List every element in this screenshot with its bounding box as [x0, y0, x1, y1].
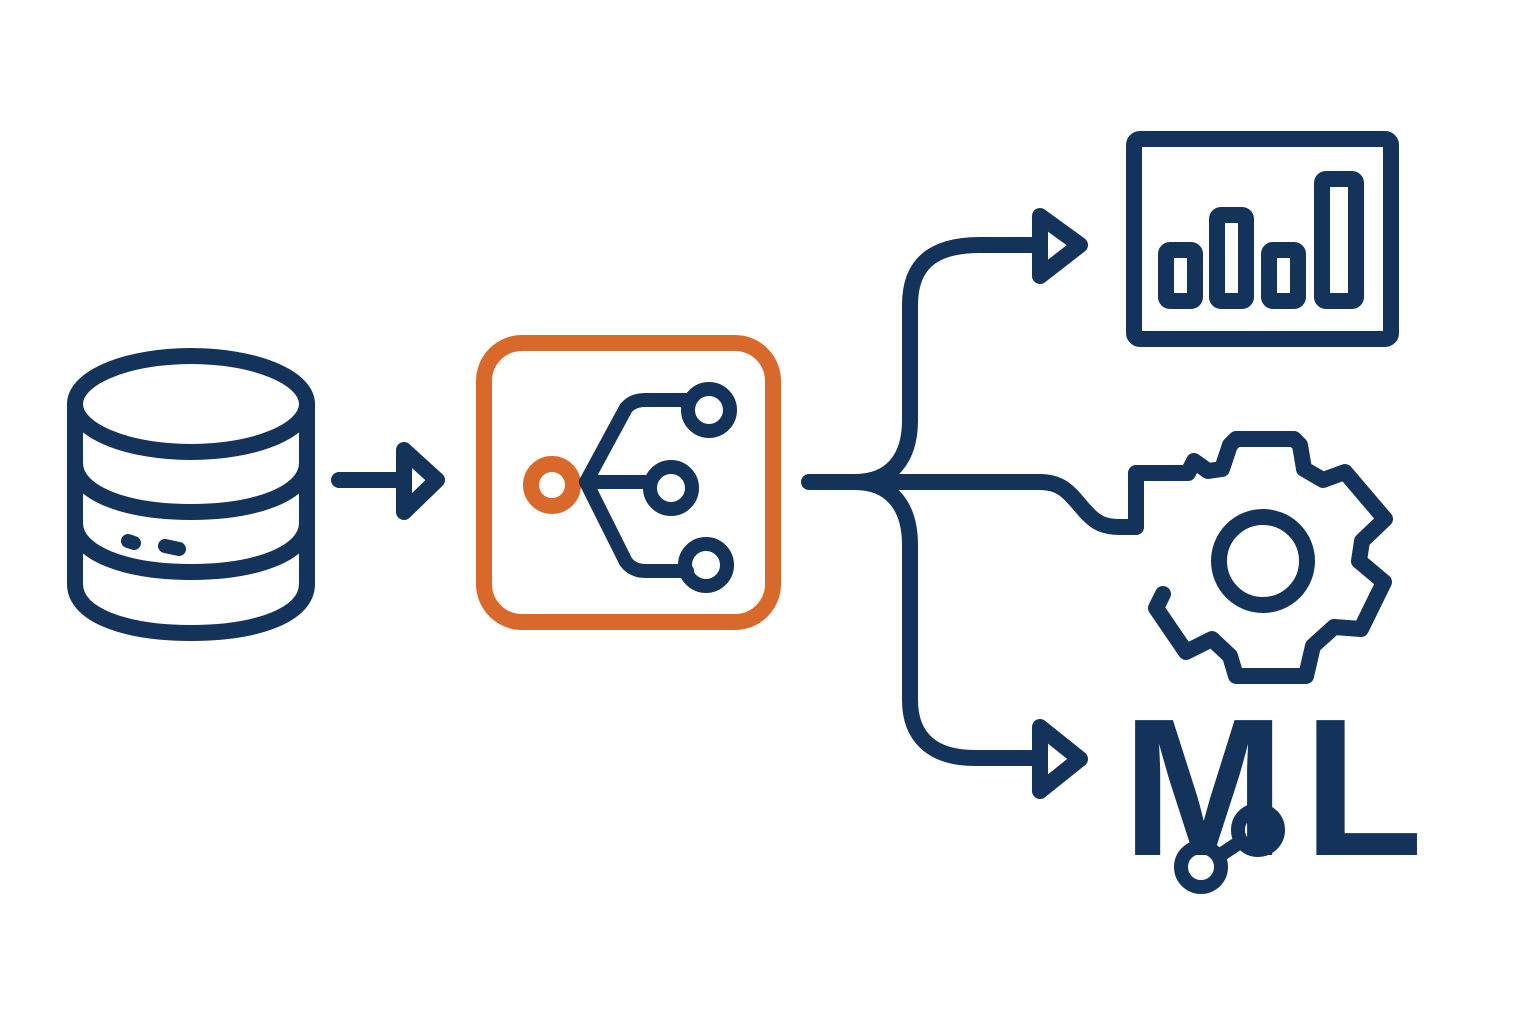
arrow-head: [396, 442, 445, 520]
processor-icon: [476, 335, 781, 630]
fork-connectors: [801, 208, 1144, 799]
dashboard-frame: [1126, 131, 1399, 347]
branch-root-node: [523, 456, 581, 514]
database-body: [67, 396, 315, 641]
database-band-1: [67, 455, 315, 520]
branching-pipeline-icon: [579, 382, 737, 593]
dashboard-bar-1: [1158, 242, 1203, 309]
database-dot-2: [158, 539, 186, 556]
arrow-source-to-processor: [331, 442, 445, 520]
gear-icon: [1128, 431, 1393, 684]
ml-node-lower: [1174, 840, 1228, 894]
database-dot-1: [121, 534, 141, 550]
ml-network-icon: [1174, 727, 1285, 894]
dashboard-bar-2: [1209, 207, 1254, 309]
database-top-disk: [67, 348, 315, 460]
database-band-2: [67, 515, 315, 580]
fork-lower-branch: [847, 474, 1048, 766]
ml-node-link: [1212, 835, 1247, 863]
gear-center-hole: [1211, 509, 1315, 613]
branch-lower-line: [579, 475, 694, 578]
lower-arrow-head: [1032, 719, 1088, 799]
branch-upper-node: [681, 382, 737, 438]
database-icon: [67, 348, 315, 641]
branch-middle-node: [643, 460, 699, 516]
bar-chart-dashboard-icon: [1126, 131, 1399, 347]
upper-arrow-head: [1032, 208, 1088, 284]
processor-frame: [476, 335, 781, 630]
branch-upper-line: [579, 393, 694, 489]
gear-outline: [1128, 431, 1393, 684]
branch-lower-node: [678, 537, 734, 593]
fork-upper-branch: [847, 237, 1048, 490]
dashboard-bar-4: [1314, 171, 1364, 309]
fork-middle-branch: [847, 474, 1144, 535]
dashboard-bar-3: [1261, 242, 1306, 309]
ml-label: ML: [1122, 678, 1441, 897]
